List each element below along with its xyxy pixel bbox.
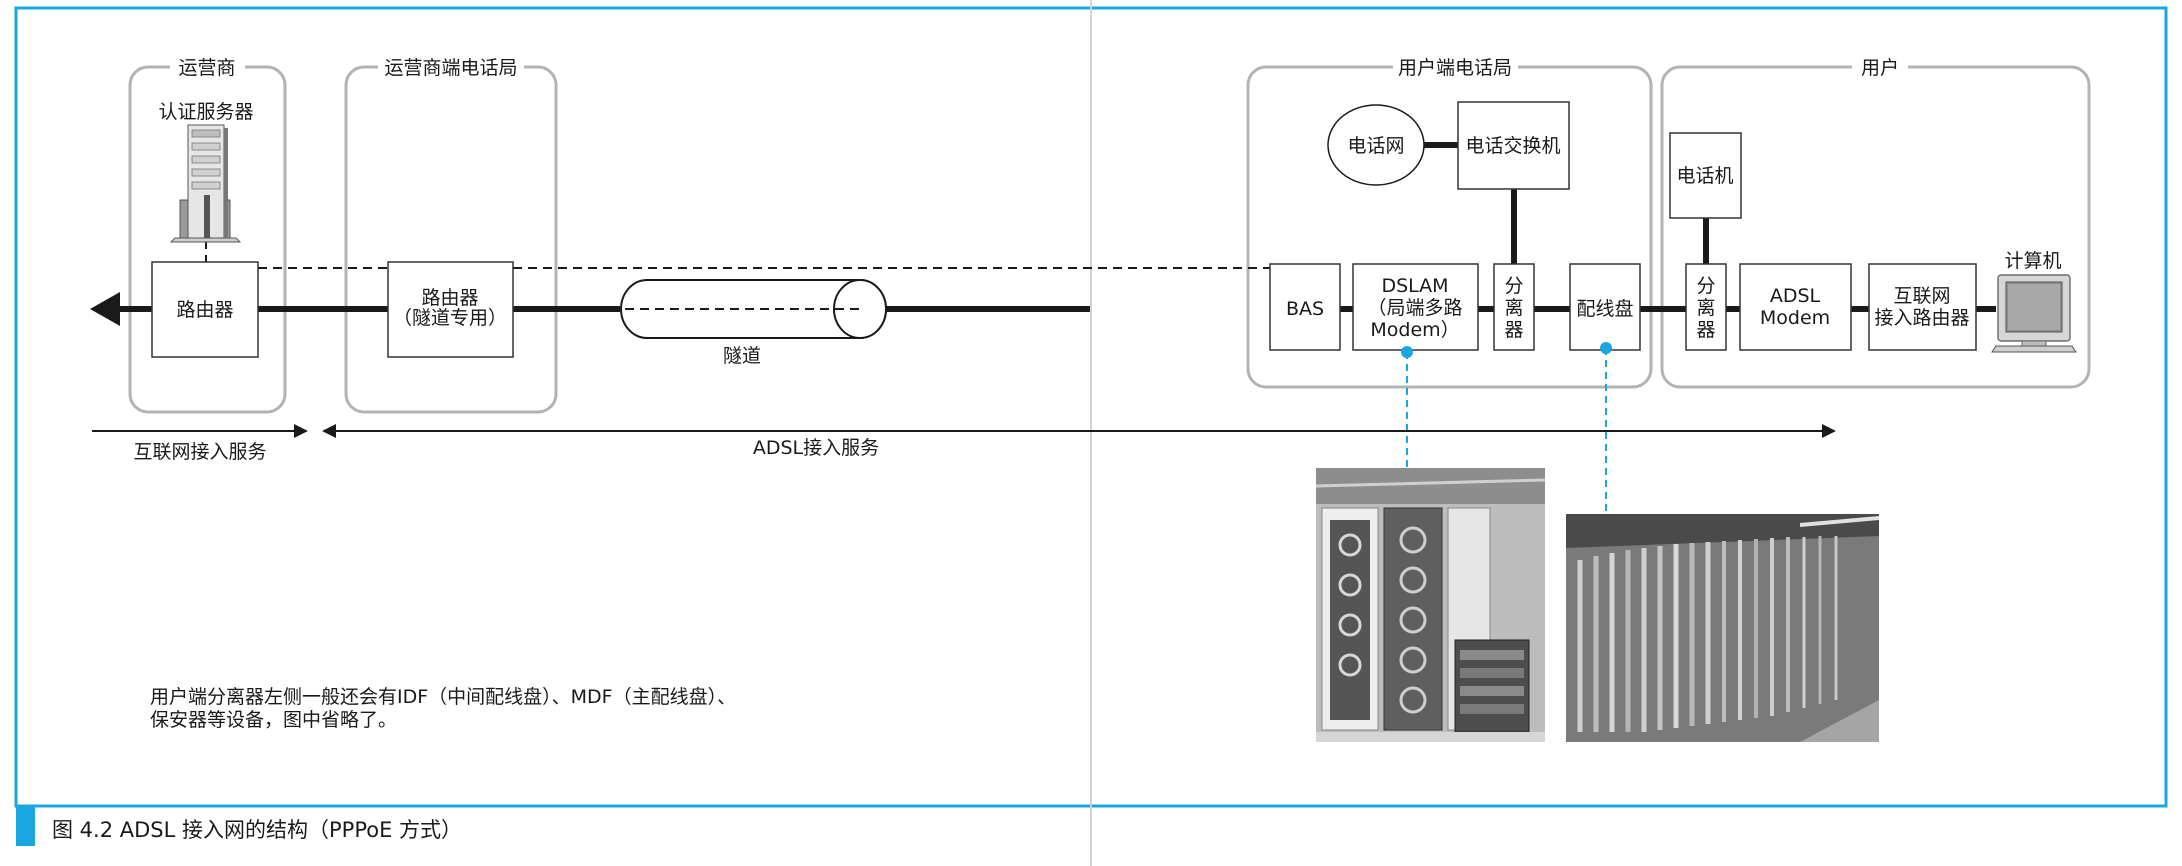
dslam-photo <box>1315 468 1546 742</box>
distribution-frame-label: 配线盘 <box>1576 298 1633 320</box>
group-carrier-office <box>344 65 558 414</box>
bas-box <box>1269 263 1341 351</box>
group-carrier-label: 运营商 <box>178 57 235 79</box>
bas-label: BAS <box>1286 298 1324 320</box>
tunnel-end <box>833 279 887 339</box>
router-tunnel-label-2: （隧道专用） <box>393 307 507 329</box>
distribution-frame-photo <box>1566 514 1880 742</box>
computer-icon <box>1991 274 2077 353</box>
splitter-office-char-2: 离 <box>1504 297 1523 319</box>
splitter-user-box <box>1685 263 1727 351</box>
callout-frame-dot <box>1600 342 1612 354</box>
telephone-box <box>1669 132 1742 219</box>
adsl-service-arrow-left <box>322 424 336 438</box>
splitter-user-char-3: 器 <box>1696 319 1715 341</box>
adsl-service-label: ADSL接入服务 <box>753 437 879 459</box>
router-carrier-box <box>151 261 259 358</box>
group-carrier-office-label: 运营商端电话局 <box>384 57 517 79</box>
note-line-2: 保安器等设备，图中省略了。 <box>150 709 397 731</box>
router-tunnel-box <box>387 261 514 358</box>
internet-service-label: 互联网接入服务 <box>133 441 266 463</box>
dslam-label-3: Modem） <box>1370 319 1459 341</box>
note-line-1: 用户端分离器左侧一般还会有IDF（中间配线盘）、MDF（主配线盘）、 <box>150 686 736 708</box>
splitter-office-char-3: 器 <box>1504 319 1523 341</box>
telephone-label: 电话机 <box>1676 165 1733 187</box>
adsl-service-arrow-right <box>1822 424 1836 438</box>
phone-switch-box <box>1457 101 1570 190</box>
group-user-office-label: 用户端电话局 <box>1398 57 1512 79</box>
dslam-label-2: （局端多路 <box>1367 297 1462 319</box>
access-router-label-2: 接入路由器 <box>1874 307 1969 329</box>
server-icon <box>169 124 242 243</box>
adsl-modem-label-2: Modem <box>1760 307 1830 329</box>
computer-label: 计算机 <box>2004 250 2061 272</box>
distribution-frame-box <box>1569 263 1641 351</box>
splitter-office-char-1: 分 <box>1504 275 1523 297</box>
callout-dslam-dot <box>1401 346 1413 358</box>
phone-network-label: 电话网 <box>1347 135 1404 157</box>
auth-server-label: 认证服务器 <box>158 101 253 123</box>
left-arrow-head <box>90 292 120 326</box>
router-carrier-label: 路由器 <box>176 299 233 321</box>
access-router-box <box>1868 263 1977 351</box>
tunnel-label: 隧道 <box>723 345 761 367</box>
caption-tab <box>16 806 35 846</box>
group-user-label: 用户 <box>1861 57 1899 79</box>
access-router-label-1: 互联网 <box>1893 285 1950 307</box>
splitter-office-box <box>1493 263 1535 351</box>
splitter-user-char-1: 分 <box>1696 275 1715 297</box>
router-tunnel-label-1: 路由器 <box>421 287 478 309</box>
phone-network-ellipse <box>1327 104 1425 186</box>
phone-switch-label: 电话交换机 <box>1465 135 1560 157</box>
figure-caption: 图 4.2 ADSL 接入网的结构（PPPoE 方式） <box>52 818 462 842</box>
internet-service-arrow <box>294 424 308 438</box>
adsl-modem-label-1: ADSL <box>1770 285 1821 307</box>
adsl-modem-box <box>1739 263 1852 351</box>
splitter-user-char-2: 离 <box>1696 297 1715 319</box>
dslam-label-1: DSLAM <box>1381 275 1448 297</box>
dslam-box <box>1352 263 1479 351</box>
